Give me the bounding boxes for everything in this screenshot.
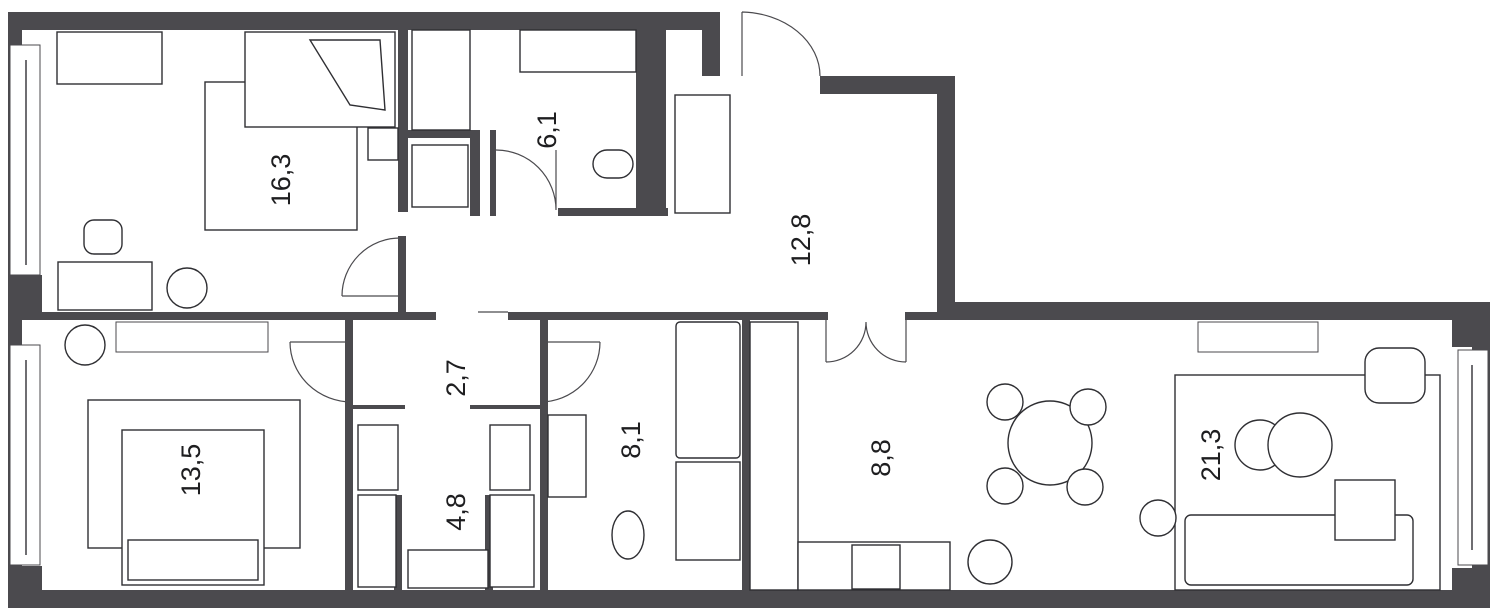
toilet <box>592 149 634 179</box>
plant-icon <box>166 267 208 309</box>
room-area-bedroom-2: 13,5 <box>176 444 206 497</box>
chair-icon <box>986 467 1024 505</box>
room-area-corridor: 2,7 <box>441 359 471 397</box>
shower <box>411 29 471 131</box>
dining-table <box>1007 400 1093 486</box>
windows <box>9 44 1489 566</box>
shoe-rack <box>407 549 489 589</box>
chair-icon <box>1066 468 1104 506</box>
chair-icon <box>83 219 123 255</box>
coffee-table <box>1267 412 1333 478</box>
chair-icon <box>1069 388 1107 426</box>
room-area-kitchen: 8,8 <box>866 439 896 477</box>
room-area-bedroom-1: 16,3 <box>266 154 296 207</box>
wardrobe-rack <box>56 31 163 85</box>
desk <box>57 261 153 311</box>
shelf <box>357 424 399 491</box>
stove <box>851 544 901 590</box>
toilet <box>611 510 645 560</box>
shelf <box>489 424 531 491</box>
plant-icon <box>967 539 1013 585</box>
floor-lamp <box>1139 499 1177 537</box>
plant-icon <box>64 324 106 366</box>
washing-machine <box>411 144 469 208</box>
sink <box>547 414 587 498</box>
hanger-rail <box>357 494 397 588</box>
sink <box>519 29 637 73</box>
kitchen-counter <box>749 321 799 591</box>
furniture <box>56 29 1441 591</box>
coat-rack <box>674 94 731 214</box>
chair-icon <box>986 383 1024 421</box>
bathtub <box>675 321 741 459</box>
room-area-wardrobe: 4,8 <box>441 493 471 531</box>
room-area-living-room: 21,3 <box>1196 429 1226 482</box>
pillow-icon <box>308 39 386 111</box>
room-area-hallway: 12,8 <box>786 214 816 267</box>
doors <box>289 11 907 403</box>
armchair <box>1364 347 1426 404</box>
hanger-rail <box>489 494 535 588</box>
shower <box>675 461 741 561</box>
room-area-bathroom-2: 8,1 <box>616 421 646 459</box>
room-area-bathroom-1: 6,1 <box>532 111 562 149</box>
